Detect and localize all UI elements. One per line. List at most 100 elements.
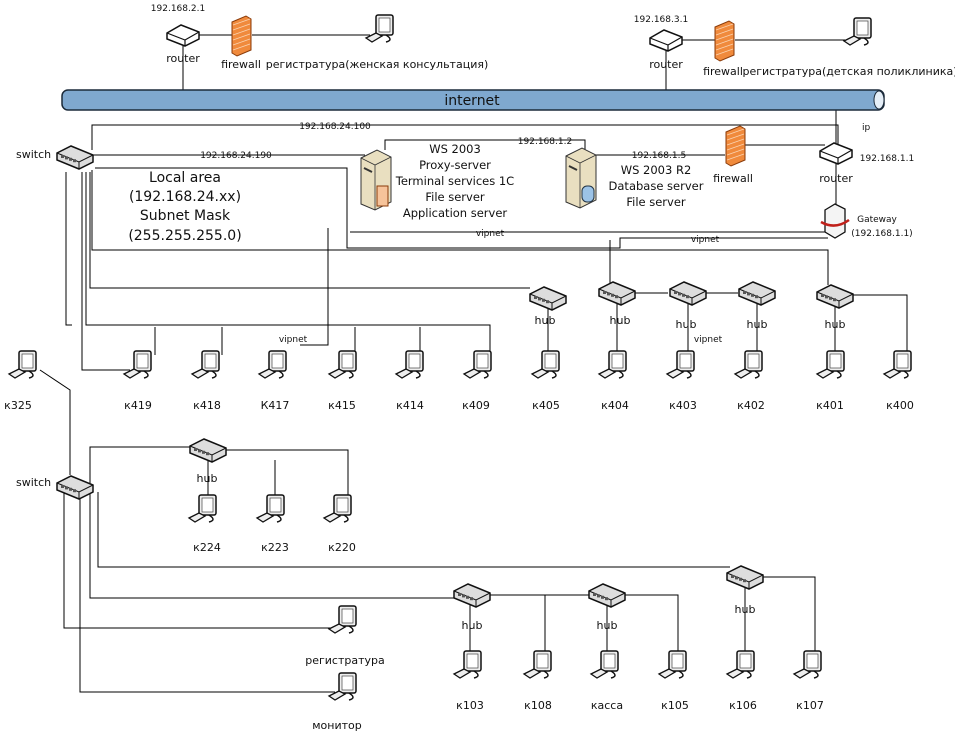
edge-labels: 192.168.24.100 192.168.24.190 192.168.1.… — [200, 122, 870, 345]
switch1-switch-icon[interactable] — [56, 145, 94, 170]
k418-pc-icon[interactable] — [190, 350, 220, 379]
hub404-label: hub — [610, 314, 631, 327]
reg3-pc-icon[interactable] — [327, 605, 357, 634]
switch2-switch-icon[interactable] — [56, 475, 94, 500]
k402-pc-icon[interactable] — [733, 350, 763, 379]
k224-label: к224 — [193, 541, 221, 554]
k400-pc-icon[interactable] — [882, 350, 912, 379]
keyboard — [364, 32, 384, 43]
connection-line — [89, 446, 190, 490]
firewall3-firewall-icon[interactable] — [725, 125, 746, 167]
k108-pc-icon[interactable] — [522, 650, 552, 679]
k103-pc-icon[interactable] — [452, 650, 482, 679]
keyboard — [327, 368, 347, 379]
k401-pc-icon[interactable] — [815, 350, 845, 379]
hub2-label: hub — [197, 472, 218, 485]
firewall2-firewall-icon[interactable] — [714, 20, 735, 62]
k106-pc-icon[interactable] — [725, 650, 755, 679]
keyboard — [792, 668, 812, 679]
hub3-hub-icon[interactable] — [453, 583, 491, 608]
local-area-line: Subnet Mask — [140, 208, 231, 224]
hub5-hub-icon[interactable] — [726, 565, 764, 590]
k405-label: к405 — [532, 399, 560, 412]
k414-label: к414 — [396, 399, 424, 412]
k223-label: к223 — [261, 541, 289, 554]
router3-router-icon[interactable] — [819, 142, 853, 165]
edge-label-ip: 192.168.24.100 — [299, 122, 371, 132]
k404-pc-icon[interactable] — [597, 350, 627, 379]
k105-pc-icon[interactable] — [657, 650, 687, 679]
hub2-hub-icon[interactable] — [189, 438, 227, 463]
keyboard — [187, 512, 207, 523]
k106-label: к106 — [729, 699, 757, 712]
connections — [39, 34, 908, 693]
keyboard — [190, 368, 210, 379]
connection-line — [81, 172, 130, 371]
router1-label: router — [166, 52, 200, 65]
keyboard — [322, 512, 342, 523]
firewall1-firewall-icon[interactable] — [231, 15, 252, 57]
kassa-pc-icon[interactable] — [589, 650, 619, 679]
k224-pc-icon[interactable] — [187, 494, 217, 523]
database-server-icon[interactable] — [565, 147, 597, 209]
keyboard — [882, 368, 902, 379]
k414-pc-icon[interactable] — [394, 350, 424, 379]
pipe-end — [873, 90, 885, 110]
keyboard — [657, 668, 677, 679]
edge-label-vipnet: vipnet — [694, 335, 723, 345]
reg1-pc-icon[interactable] — [364, 14, 394, 43]
edge-label-ip: 192.168.1.5 — [632, 151, 686, 161]
k419-pc-icon[interactable] — [122, 350, 152, 379]
hub403-hub-icon[interactable] — [669, 281, 707, 306]
connection-line — [850, 294, 908, 355]
edge-label-vipnet: vipnet — [691, 235, 720, 245]
k415-pc-icon[interactable] — [327, 350, 357, 379]
k223-pc-icon[interactable] — [255, 494, 285, 523]
gateway-text: Gateway (192.168.1.1) — [851, 215, 912, 239]
hub3-label: hub — [462, 619, 483, 632]
firewall3-label: firewall — [713, 172, 753, 185]
connection-line — [384, 139, 586, 150]
connection-line — [226, 449, 349, 500]
k409-label: к409 — [462, 399, 490, 412]
keyboard — [7, 368, 27, 379]
router2-router-icon[interactable] — [649, 29, 683, 52]
connection-line — [95, 167, 828, 249]
proxy-server-icon[interactable] — [360, 149, 392, 211]
connection-line — [488, 594, 546, 655]
keyboard — [842, 35, 862, 46]
hub402-label: hub — [747, 318, 768, 331]
router1-router-icon[interactable] — [166, 24, 200, 47]
k325-pc-icon[interactable] — [7, 350, 37, 379]
internet-label: internet — [444, 93, 500, 109]
k409-pc-icon[interactable] — [462, 350, 492, 379]
server1-line: Proxy-server — [419, 158, 491, 172]
hub404-hub-icon[interactable] — [598, 281, 636, 306]
connection-line — [97, 492, 730, 568]
reg2-pc-icon[interactable] — [842, 17, 872, 46]
local-area-text: Local area (192.168.24.xx) Subnet Mask (… — [128, 170, 241, 244]
gateway-icon[interactable] — [820, 203, 850, 239]
k403-pc-icon[interactable] — [665, 350, 695, 379]
switch2-label: switch — [16, 476, 51, 489]
keyboard — [255, 512, 275, 523]
k220-pc-icon[interactable] — [322, 494, 352, 523]
k417-pc-icon[interactable] — [257, 350, 287, 379]
gateway-line: Gateway — [857, 215, 897, 225]
monitor-pc-icon[interactable] — [327, 672, 357, 701]
server2-line: File server — [626, 195, 686, 209]
hub402-hub-icon[interactable] — [738, 281, 776, 306]
connection-line — [91, 124, 839, 150]
hub4-hub-icon[interactable] — [588, 583, 626, 608]
k325-label: к325 — [4, 399, 32, 412]
k405-pc-icon[interactable] — [530, 350, 560, 379]
server2-line: WS 2003 R2 — [621, 163, 692, 177]
hub401-hub-icon[interactable] — [816, 284, 854, 309]
connection-line — [89, 172, 530, 289]
internet-pipe: internet — [61, 89, 885, 111]
k107-pc-icon[interactable] — [792, 650, 822, 679]
hub5-label: hub — [735, 603, 756, 616]
k220-label: к220 — [328, 541, 356, 554]
hub405-hub-icon[interactable] — [529, 286, 567, 311]
